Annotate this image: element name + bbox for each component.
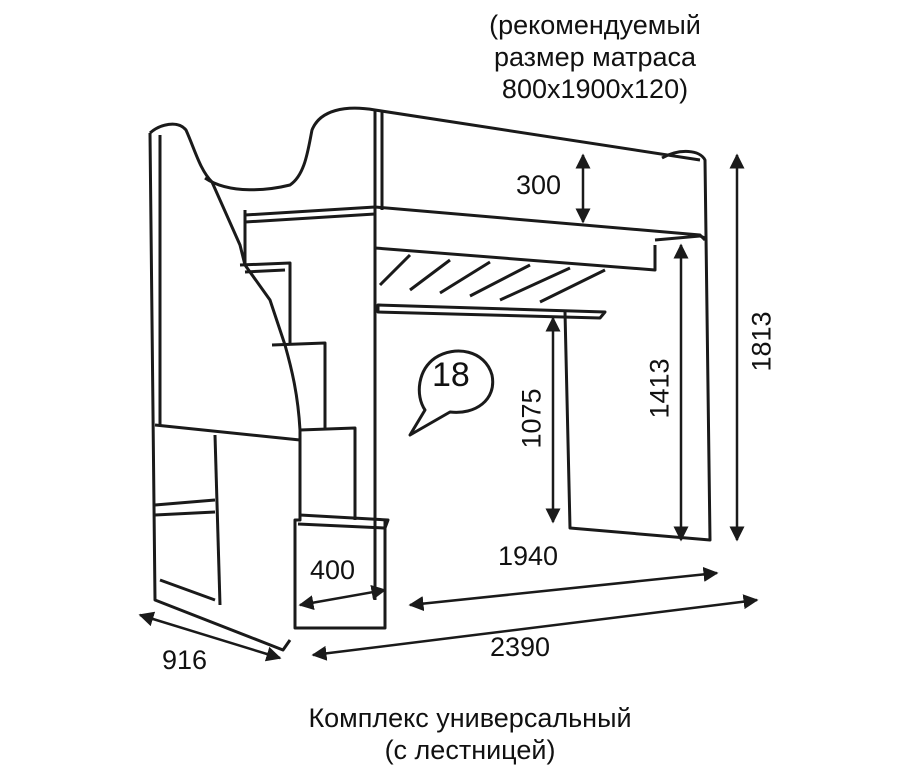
mattress-note-line2: размер матраса [493,42,697,72]
mattress-note-line3: 800x1900x120) [501,74,689,104]
dimension-arrows [138,153,759,662]
lower-cabinet [154,423,301,606]
steps [239,261,390,530]
slats [378,253,606,304]
callout-bubble [408,349,495,437]
dim-depth: 916 [162,645,208,675]
mattress-note-line1: (рекомендуемый [489,10,701,40]
dim-mattress-gap: 300 [516,170,562,200]
dim-desk-height: 1075 [516,388,547,449]
dim-total-length: 2390 [490,632,551,662]
dim-inner-length: 1940 [498,541,559,571]
caption-line2: (с лестницей) [384,735,556,765]
caption-line1: Комплекс универсальный [308,703,632,733]
dim-bed-height: 1413 [644,358,675,419]
desk-shelf [376,303,607,320]
dim-step-width: 400 [310,555,356,585]
callout-number: 18 [432,356,470,394]
dim-total-height: 1813 [746,311,777,372]
bed-frame [204,106,712,600]
